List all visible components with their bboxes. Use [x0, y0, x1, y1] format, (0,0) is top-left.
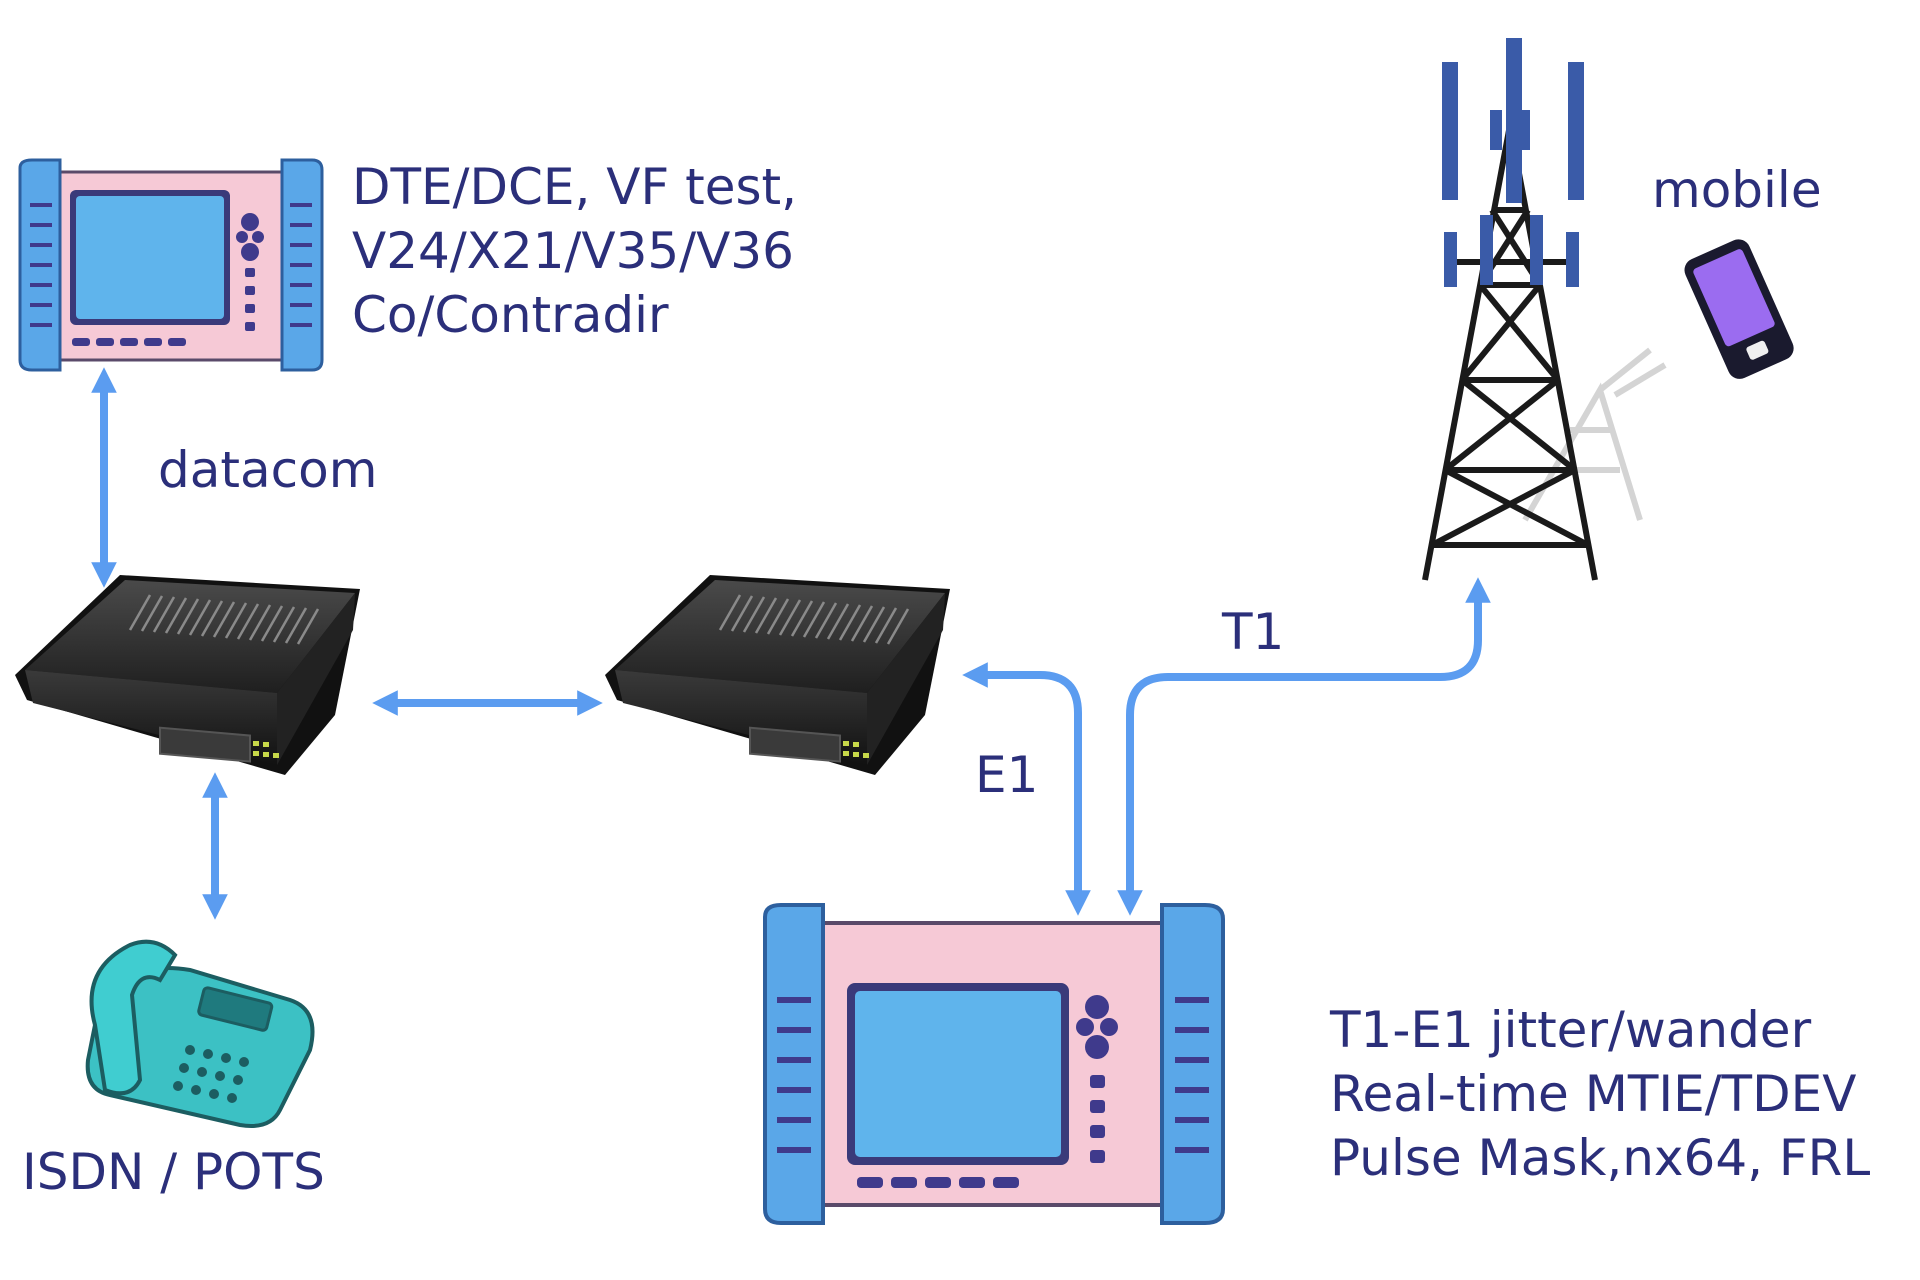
mobile-phone-icon [1684, 239, 1794, 379]
top-tester-line-1: DTE/DCE, VF test, [352, 158, 798, 216]
top-tester-label: DTE/DCE, VF test, V24/X21/V35/V36 Co/Con… [352, 155, 797, 347]
router-icon [15, 575, 360, 775]
mobile-label: mobile [1652, 161, 1822, 219]
top-tester-line-3: Co/Contradir [352, 286, 669, 344]
top-tester-line-2: V24/X21/V35/V36 [352, 222, 794, 280]
cell-tower-icon [1422, 38, 1667, 581]
e1-label: E1 [975, 746, 1039, 804]
bottom-tester-line-2: Real-time MTIE/TDEV [1330, 1065, 1857, 1123]
bottom-tester-line-1: T1-E1 jitter/wander [1330, 1001, 1812, 1059]
datacom-label: datacom [158, 441, 378, 499]
e1-arrow [962, 662, 1091, 916]
handheld-tester-icon [18, 158, 324, 372]
t1-arrow [1117, 577, 1491, 916]
handheld-tester-icon [763, 903, 1225, 1225]
bottom-tester-line-3: Pulse Mask,nx64, FRL [1330, 1129, 1871, 1187]
connections [91, 367, 1491, 920]
desk-phone-icon [85, 939, 315, 1128]
bottom-tester-label: T1-E1 jitter/wander Real-time MTIE/TDEV … [1330, 998, 1870, 1190]
t1-label: T1 [1222, 603, 1285, 661]
router-icon [605, 575, 950, 775]
isdn-pots-label: ISDN / POTS [22, 1143, 325, 1201]
